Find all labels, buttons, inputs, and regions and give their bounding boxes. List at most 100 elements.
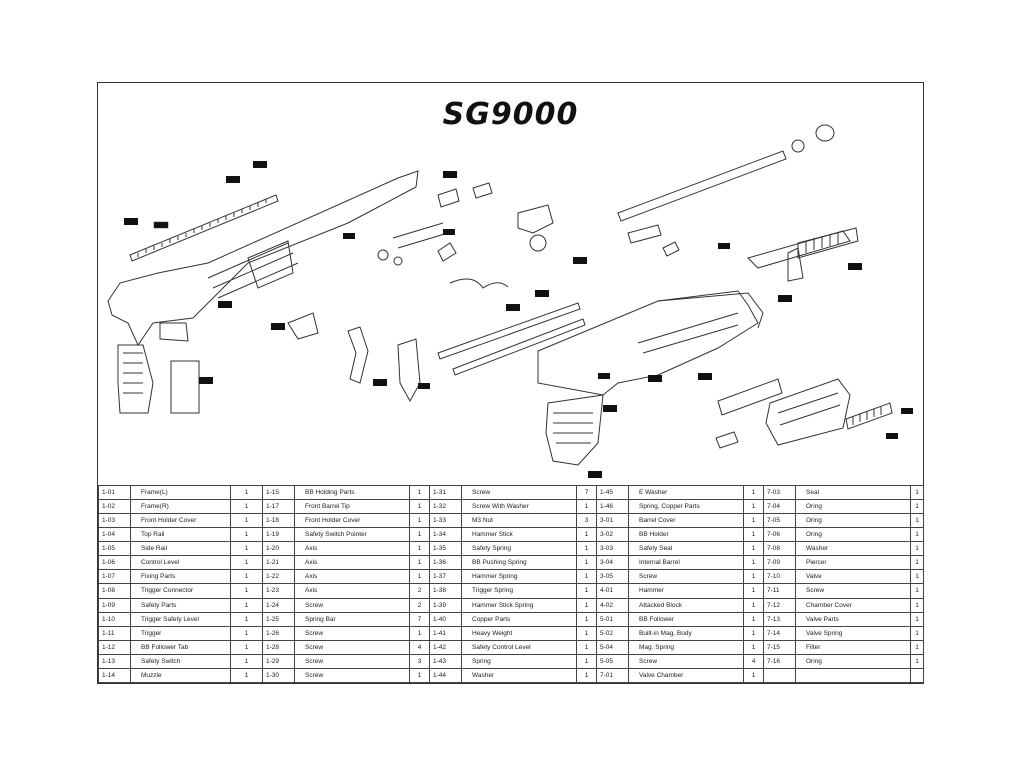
part-name-cell: Valve [795, 569, 911, 585]
callout-7-06 [698, 373, 712, 380]
part-name-cell: Safety Spring [461, 541, 577, 557]
part-name-cell: Top Rail [130, 527, 231, 543]
part-qty-cell: 1 [230, 625, 263, 641]
callout-1-28 [253, 161, 267, 168]
frame-left-drawing [107, 170, 419, 414]
part-qty-cell: 1 [409, 569, 430, 585]
part-name-cell: Spring, Copper Parts [628, 499, 744, 515]
part-number-cell: 3-02 [596, 527, 629, 543]
part-name-cell: Screw [294, 653, 410, 669]
part-qty-cell: 1 [910, 499, 924, 515]
part-name-cell: Safety Switch [130, 653, 231, 669]
part-qty-cell: 1 [743, 625, 764, 641]
part-name-cell: Safety Parts [130, 597, 231, 613]
part-name-cell: Trigger Safety Level [130, 611, 231, 627]
part-number-cell: 7-13 [763, 611, 796, 627]
part-number-cell: 1-42 [429, 639, 462, 655]
part-number-cell: 1-01 [98, 484, 131, 501]
part-name-cell: Screw With Washer [461, 499, 577, 515]
part-number-cell: 1-36 [429, 555, 462, 571]
part-number-cell: 7-03 [763, 484, 796, 501]
part-qty-cell: 1 [576, 569, 597, 585]
part-number-cell: 1-29 [262, 653, 295, 669]
diagram-title: SG9000 [442, 97, 579, 132]
part-name-cell: Hammer Spring [461, 569, 577, 585]
part-qty-cell: 1 [743, 513, 764, 529]
part-number-cell: 1-09 [98, 597, 131, 613]
callout-1-41 [199, 377, 213, 384]
part-number-cell: 7-04 [763, 499, 796, 515]
part-qty-cell: 1 [743, 639, 764, 655]
part-number-cell: 1-04 [98, 527, 131, 543]
part-number-cell: 7-01 [596, 667, 629, 684]
part-name-cell: Front Barrel Tip [294, 499, 410, 515]
part-qty-cell: 1 [230, 569, 263, 585]
part-number-cell: 1-13 [98, 653, 131, 669]
part-name-cell: Screw [294, 597, 410, 613]
part-qty-cell: 1 [910, 513, 924, 529]
part-number-cell: 1-10 [98, 611, 131, 627]
part-number-cell: 1-40 [429, 611, 462, 627]
part-qty-cell: 1 [576, 499, 597, 515]
part-number-cell: 7-16 [763, 653, 796, 669]
part-qty-cell: 1 [409, 667, 430, 684]
part-qty-cell: 1 [576, 625, 597, 641]
part-qty-cell: 1 [230, 653, 263, 669]
part-qty-cell: 2 [409, 583, 430, 599]
callout-1-20 [443, 229, 455, 235]
part-number-cell: 1-31 [429, 484, 462, 501]
part-name-cell: Front Holder Cover [130, 513, 231, 529]
part-number-cell: 1-18 [262, 513, 295, 529]
part-name-cell: BB Holding Parts [294, 484, 410, 501]
part-qty-cell: 1 [409, 625, 430, 641]
part-number-cell: 1-39 [429, 597, 462, 613]
part-number-cell: 7-05 [763, 513, 796, 529]
part-number-cell: 1-22 [262, 569, 295, 585]
part-number-cell: 1-06 [98, 555, 131, 571]
part-name-cell: Trigger [130, 625, 231, 641]
magazine-drawing [170, 360, 200, 414]
callout-1-31 [535, 290, 549, 297]
part-number-cell: 5-04 [596, 639, 629, 655]
part-name-cell: Side Rail [130, 541, 231, 557]
rod-parts-drawing [437, 278, 586, 376]
part-qty-cell: 1 [910, 653, 924, 669]
part-qty-cell: 1 [576, 653, 597, 669]
callout-1-40 [373, 379, 387, 386]
part-name-cell: Built-in Mag. Body [628, 625, 744, 641]
part-qty-cell: 1 [576, 597, 597, 613]
part-name-cell: Barrel Cover [628, 513, 744, 529]
part-qty-cell: 1 [409, 555, 430, 571]
callout-1-22 [886, 433, 898, 439]
part-number-cell: 7-10 [763, 569, 796, 585]
part-qty-cell: 1 [576, 667, 597, 684]
part-number-cell: 1-19 [262, 527, 295, 543]
part-qty-cell: 1 [230, 499, 263, 515]
part-qty-cell: 1 [409, 541, 430, 557]
part-name-cell: Screw [628, 653, 744, 669]
part-number-cell: 1-26 [262, 625, 295, 641]
part-number-cell: 1-03 [98, 513, 131, 529]
part-name-cell: Front Holder Cover [294, 513, 410, 529]
part-name-cell: Screw [461, 484, 577, 501]
part-name-cell: BB Holder [628, 527, 744, 543]
callout-7-01 [648, 375, 662, 382]
handguard-drawing [715, 378, 893, 449]
part-qty-cell: 1 [230, 583, 263, 599]
part-number-cell: 4-01 [596, 583, 629, 599]
part-qty-cell: 1 [230, 513, 263, 529]
callout-7-05 [603, 405, 617, 412]
part-number-cell: 5-01 [596, 611, 629, 627]
part-name-cell: BB Follower [628, 611, 744, 627]
part-qty-cell: 1 [743, 499, 764, 515]
callout-1-32 [598, 373, 610, 379]
part-number-cell: 1-05 [98, 541, 131, 557]
callout-1-37 [901, 408, 913, 414]
part-qty-cell: 1 [409, 527, 430, 543]
